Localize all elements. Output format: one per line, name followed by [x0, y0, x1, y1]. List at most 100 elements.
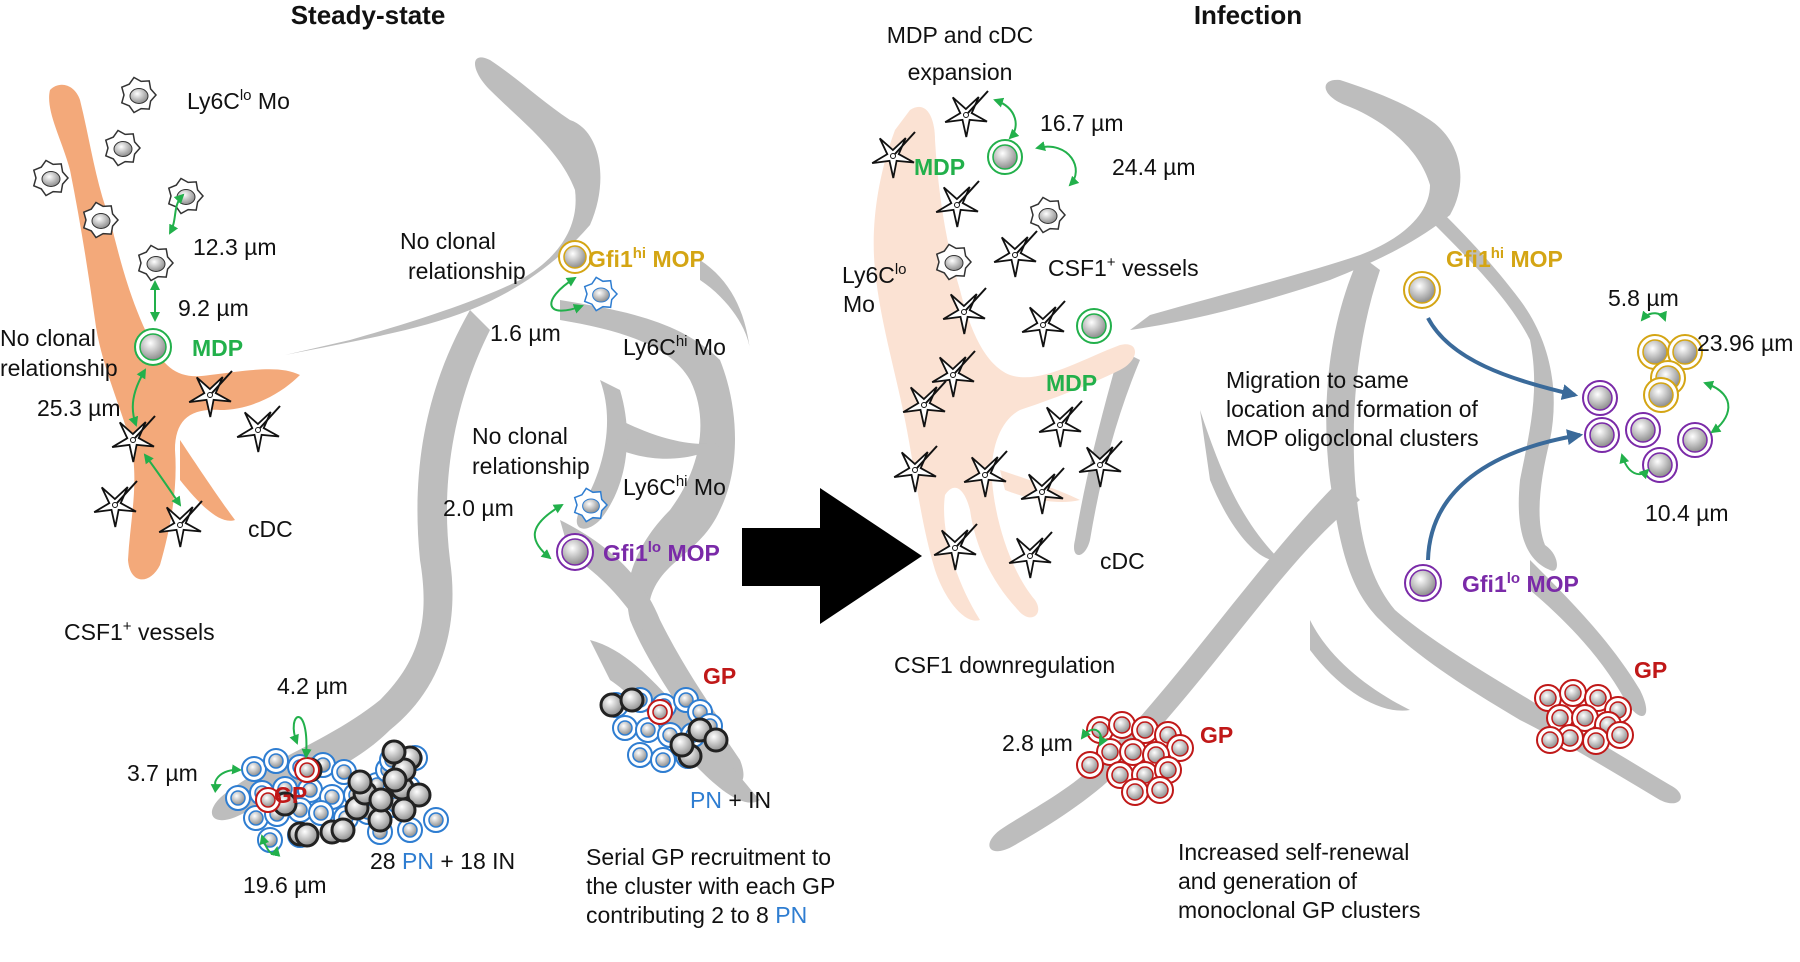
label-gp-right-1: GP	[1634, 657, 1667, 683]
caption-migration-2: location and formation of	[1226, 396, 1478, 422]
label-pn-in-count: 28 PN + 18 IN	[370, 848, 515, 874]
cdc-cell-left-2-nucleus	[130, 437, 136, 443]
gp-cluster-right-b-7	[1556, 724, 1584, 752]
cdc-cell-right-12-dendrite	[956, 523, 978, 547]
ly6c-lo-monocyte-left-2-nucleus	[41, 171, 61, 187]
cdc-cell-left-1-nucleus	[255, 427, 261, 433]
pn-cell-left-0	[241, 756, 267, 782]
header-infection: Infection	[1194, 0, 1302, 30]
gp-cluster-right-a-2-body	[1136, 721, 1154, 739]
right-csf1-vessels-downregulated	[873, 106, 1135, 621]
label-no-clonal-3a: No clonal	[472, 423, 568, 449]
ly6c-lo-monocyte-right-1	[1029, 196, 1067, 234]
cdc-cell-right-9-nucleus	[912, 467, 918, 473]
cdc-cell-right-5-dendrite	[954, 350, 976, 374]
mop-hi-cluster-2	[1667, 334, 1703, 370]
gp-cluster-right-a-12	[1121, 778, 1149, 806]
gp-cluster-right-b-8	[1582, 727, 1610, 755]
mdp-cell-right-2	[1076, 308, 1112, 344]
label-pn-plus-in: PN + IN	[690, 787, 771, 813]
mop-hi-cluster-4-body	[1648, 382, 1674, 408]
in-cell-left-5	[406, 782, 432, 808]
cdc-cell-right-6-dendrite	[925, 380, 947, 404]
gp-cluster-right-a-9	[1106, 761, 1134, 789]
cdc-cell-right-6	[902, 380, 947, 428]
distance-arrow-25-3	[128, 368, 147, 427]
cdc-cell-right-1-nucleus	[954, 202, 960, 208]
caption-serial-3: contributing 2 to 8 PN	[586, 902, 807, 928]
cdc-cell-left-4-dendrite	[181, 500, 203, 524]
ly6c-lo-monocyte-right-2	[935, 243, 973, 281]
in-cell-left-15	[391, 797, 417, 823]
gp-cluster-right-a-13	[1146, 776, 1174, 804]
cdc-cell-right-11-nucleus	[1039, 489, 1045, 495]
mop-hi-cluster-1-body	[1642, 339, 1668, 365]
mop-lo-cluster-5-body	[1647, 452, 1673, 478]
cdc-cell-right-3-dendrite	[965, 287, 987, 311]
label-gfi1hi-mop-right: Gfi1hi MOP	[1446, 245, 1563, 272]
mop-lo-cluster-3	[1625, 412, 1661, 448]
cdc-cell-right-11-dendrite	[1043, 467, 1065, 491]
pn-cell-left-cluster2-10	[627, 742, 653, 768]
pn-cell-left-cluster2-6-body	[640, 722, 656, 738]
in-cell-left-9-body	[382, 767, 408, 793]
label-gp-left-cluster: GP	[703, 663, 736, 689]
in-cell-left-10-body	[294, 822, 320, 848]
transition-arrow	[742, 488, 922, 624]
label-cdc-right: cDC	[1100, 548, 1145, 574]
pn-cell-left-cluster2-6	[635, 717, 661, 743]
cdc-cell-left-4	[158, 500, 203, 548]
gp-cell-left-1-body	[299, 762, 315, 778]
cdc-cell-right-6-nucleus	[921, 402, 927, 408]
distance-arrow-4-2	[289, 716, 312, 759]
distance-2-0: 2.0 µm	[443, 495, 514, 521]
gfi1lo-mop-right-body	[1409, 569, 1437, 597]
mdp-cell-left	[134, 328, 172, 366]
cdc-cell-left-3-nucleus	[112, 502, 118, 508]
caption-increased-1: Increased self-renewal	[1178, 839, 1409, 865]
gp-cluster-right-a-4-body	[1171, 739, 1189, 757]
distance-19-6: 19.6 µm	[243, 872, 327, 898]
label-mdp-right-top: MDP	[914, 154, 965, 180]
ly6c-lo-monocyte-left-5-nucleus	[146, 256, 166, 272]
cdc-cell-right-3	[942, 287, 987, 335]
cdc-cell-right-11	[1020, 467, 1065, 515]
distance-2-8: 2.8 µm	[1002, 730, 1073, 756]
label-no-clonal-3b: relationship	[472, 453, 590, 479]
in-cell-left-13	[381, 739, 407, 765]
label-ly6c-hi-mo-2: Ly6Chi Mo	[623, 473, 726, 500]
distance-16-7: 16.7 µm	[1040, 110, 1124, 136]
cdc-cell-right-0-nucleus	[890, 153, 896, 159]
gp-cluster-right-b-1-body	[1564, 684, 1582, 702]
distance-arrow-16-7	[993, 97, 1020, 140]
gp-cluster-right-a-1-body	[1113, 716, 1131, 734]
cdc-cell-right-8-nucleus	[1097, 462, 1103, 468]
label-csf1-vessels-left: CSF1+ vessels	[64, 618, 215, 645]
ly6c-lo-monocyte-left-2	[32, 159, 70, 197]
gfi1lo-mop-left-body	[561, 538, 589, 566]
pn-cell-left-cluster2-11	[650, 747, 676, 773]
gp-cell-left-2	[255, 787, 281, 813]
caption-increased-3: monoclonal GP clusters	[1178, 897, 1420, 923]
pn-cell-left-27	[257, 827, 283, 853]
distance-arrow-5-8	[1640, 310, 1667, 322]
distance-12-3: 12.3 µm	[193, 234, 277, 260]
ly6c-hi-monocyte-left-2	[573, 487, 609, 523]
label-gfi1hi-mop-left: Gfi1hi MOP	[588, 245, 705, 272]
pn-cell-left-9-body	[324, 789, 340, 805]
ly6c-lo-monocyte-left-0-nucleus	[129, 88, 149, 104]
cdc-cell-right-1	[935, 180, 980, 228]
ly6c-hi-monocyte-left-1	[583, 276, 619, 312]
in-cell-left-15-body	[391, 797, 417, 823]
cdc-cell-right-1-dendrite	[958, 180, 980, 204]
gp-cell-left-cluster2	[647, 699, 673, 725]
ly6c-lo-monocyte-left-5	[137, 244, 175, 282]
pn-cell-left-5-body	[230, 790, 246, 806]
mdp-cell-right-1	[987, 139, 1023, 175]
label-csf1-vessels-right: CSF1+ vessels	[1048, 254, 1199, 281]
pn-cell-left-15-body	[313, 805, 329, 821]
gp-cluster-right-b-10-body	[1541, 731, 1559, 749]
in-cell-left-16	[347, 769, 373, 795]
in-cell-left-17-body	[368, 787, 394, 813]
pn-cell-left-5	[225, 785, 251, 811]
